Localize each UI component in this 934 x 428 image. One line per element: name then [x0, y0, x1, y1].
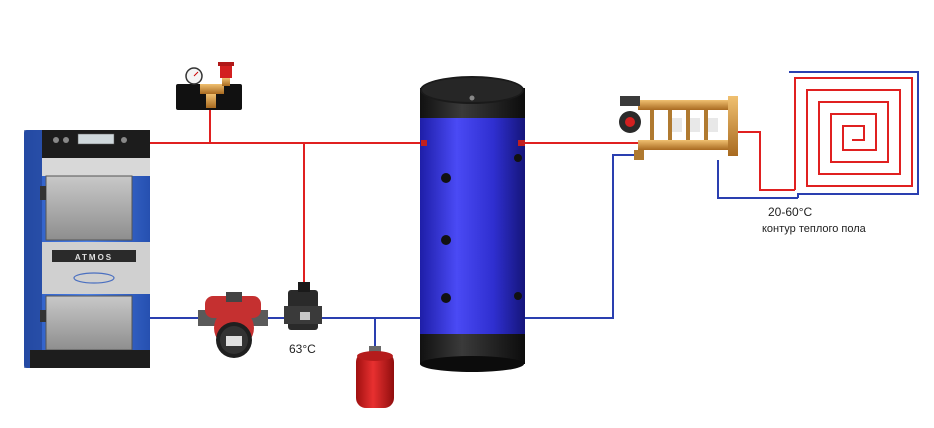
buffer-tank	[420, 76, 525, 372]
boiler-brand-text: ATMOS	[75, 253, 113, 262]
floor-circuit-label: контур теплого пола	[762, 223, 866, 235]
solid-fuel-boiler: ATMOS	[24, 130, 150, 368]
floor-heating-manifold	[619, 96, 738, 160]
three-way-thermostatic-valve	[284, 282, 322, 330]
expansion-tank	[356, 346, 394, 408]
floor-temperature-label: 20-60°C	[768, 205, 813, 219]
floor-heating-coil	[789, 71, 919, 198]
circulation-pump	[198, 292, 268, 358]
return-pipes	[150, 154, 798, 350]
supply-pipes	[150, 108, 795, 290]
return-temperature-label: 63°C	[289, 342, 316, 356]
safety-group	[176, 62, 242, 110]
